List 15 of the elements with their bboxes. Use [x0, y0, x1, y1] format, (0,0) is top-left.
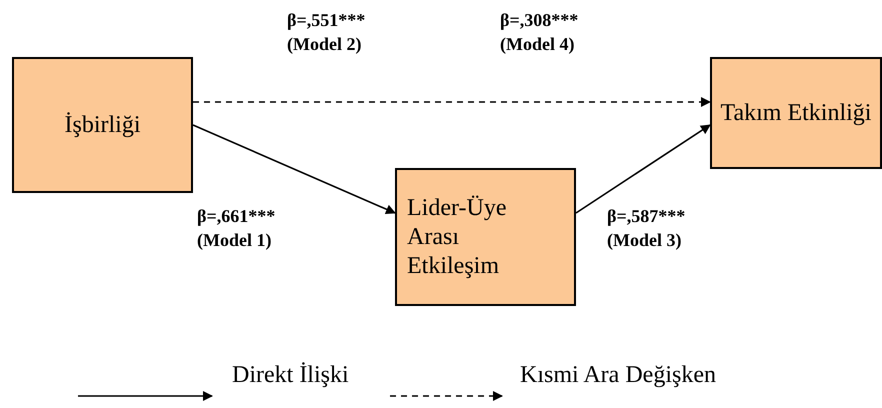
- coefficient-label: β=,587*** (Model 3): [607, 205, 686, 252]
- node-label: İşbirliği: [64, 110, 140, 140]
- concept-box: [395, 168, 576, 306]
- arrow: [193, 97, 711, 107]
- concept-box: [12, 57, 193, 193]
- node-label: Takım Etkinliği: [720, 98, 872, 128]
- legend-label: Direkt İlişki: [232, 362, 349, 389]
- legend-label: Kısmi Ara Değişken: [520, 362, 716, 389]
- concept-box: [710, 57, 882, 169]
- arrow: [192, 124, 396, 214]
- coefficient-label: β=,308*** (Model 4): [500, 9, 580, 56]
- arrow: [576, 124, 711, 214]
- node-label: Lider-Üye Arası Etkileşim: [407, 194, 508, 280]
- coefficient-label: β=,661*** (Model 1): [197, 205, 276, 252]
- coefficient-label: β=,551*** (Model 2): [287, 9, 366, 56]
